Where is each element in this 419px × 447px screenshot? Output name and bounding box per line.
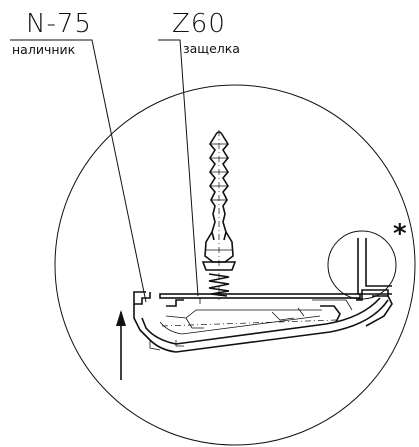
up-arrow-icon: [116, 310, 126, 380]
detail-mark-asterisk: *: [393, 219, 407, 249]
trim-leader-line: [10, 39, 147, 303]
anchor-dowel: [201, 130, 237, 300]
trim-code-label: N-75: [26, 9, 92, 39]
detail-view-circle: [54, 84, 416, 446]
trim-profile: [133, 289, 393, 353]
latch-leader-line: [158, 39, 199, 297]
detail-callout: [327, 230, 397, 300]
mounting-plate: [159, 293, 361, 304]
trim-name-label: наличник: [12, 42, 76, 57]
latch-code-label: Z60: [172, 9, 226, 39]
latch-name-label: защелка: [183, 41, 240, 56]
